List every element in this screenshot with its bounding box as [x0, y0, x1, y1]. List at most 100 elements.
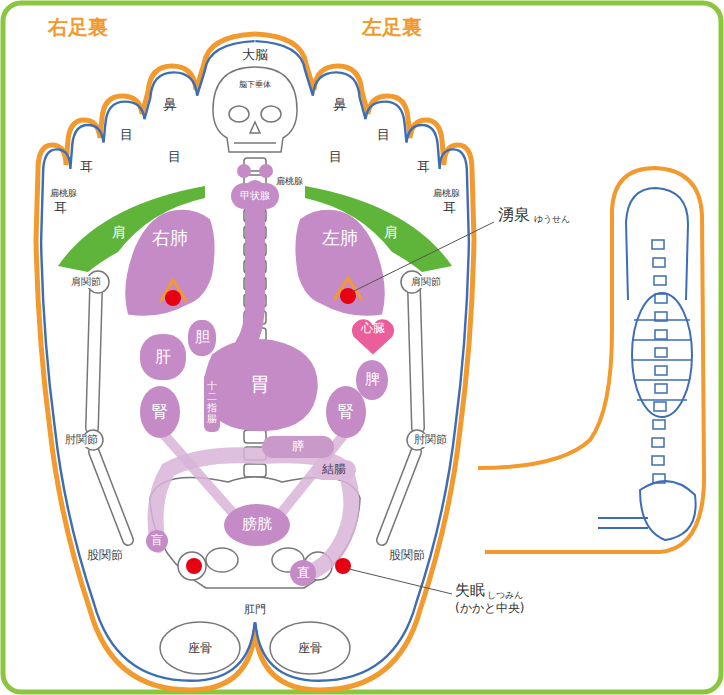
organ-name: 右肺 — [152, 228, 188, 249]
zone-label: 耳 — [443, 201, 456, 216]
zone-label: 脳下垂体 — [239, 80, 271, 89]
zone-label: 鼻 — [163, 96, 177, 112]
organ-shape: 左肺 — [290, 208, 390, 320]
foot-outline — [36, 34, 474, 690]
organ-name: 結腸 — [322, 463, 346, 477]
joint-label: 股関節 — [86, 549, 124, 563]
side-view-figure — [640, 481, 696, 540]
sole-heading: 右足裏 — [48, 16, 108, 39]
skeleton — [229, 106, 249, 122]
side-view-figure — [652, 438, 664, 447]
side-view-figure — [652, 240, 664, 249]
organ-shape: 心臓 — [350, 316, 396, 356]
organ-outline — [295, 210, 384, 316]
arm-bone — [382, 271, 427, 540]
joint-label: 肘関節 — [413, 434, 448, 447]
leader-line — [349, 569, 452, 594]
skeleton — [213, 67, 297, 152]
side-view-figure — [654, 276, 666, 285]
joint-label: 肩関節 — [410, 276, 442, 288]
lung-chevron — [160, 278, 362, 302]
zone-label: 肩 — [112, 224, 126, 240]
joint-label: 股関節 — [388, 549, 426, 563]
organ-outline — [352, 319, 394, 354]
side-view-figure — [655, 348, 667, 357]
organ-name: 盲 — [151, 534, 163, 548]
zone-label: 目 — [168, 150, 181, 165]
organ-name: 十二指腸 — [207, 380, 217, 424]
skeleton — [206, 548, 238, 572]
side-view-figure — [653, 258, 665, 267]
organ-tract — [237, 164, 251, 178]
joint-label: 肘関節 — [64, 434, 99, 447]
side-view-figure — [632, 293, 692, 417]
skeleton — [150, 477, 360, 588]
zone-label: 扁桃腺 — [276, 176, 303, 186]
side-view-figure — [626, 188, 688, 300]
zone-label: 座骨 — [188, 642, 212, 656]
organ-name: 腎 — [338, 403, 354, 421]
leader-line — [349, 222, 494, 594]
zone-label: 鼻 — [333, 96, 347, 112]
organ-outline — [290, 208, 390, 320]
zone-label: 目 — [120, 128, 133, 143]
organ-tract — [259, 164, 273, 178]
organ-outline — [125, 210, 214, 316]
organ-tract — [160, 430, 232, 512]
acupoint-dot — [165, 290, 181, 306]
zone-label: 扁桃腺 — [50, 188, 77, 198]
skeleton — [178, 552, 206, 580]
zone-label: 目 — [377, 128, 390, 143]
organ-tract — [245, 190, 255, 345]
side-view-figure — [654, 402, 666, 411]
organ-shape: 膵 — [262, 436, 334, 458]
organ-name: 直 — [297, 566, 310, 581]
side-view-figure — [598, 518, 648, 528]
organ-name: 脾 — [365, 371, 380, 388]
side-view-figure — [655, 384, 667, 393]
organ-name: 肝 — [155, 348, 171, 366]
organ-shape: 腎 — [326, 386, 366, 438]
zone-label: 目 — [329, 150, 342, 165]
acupoint-dot — [186, 558, 202, 574]
organ-name: 胆 — [195, 329, 210, 346]
organ-name: 左肺 — [322, 228, 358, 249]
organ-outline — [204, 339, 318, 431]
organ-name: 腎 — [152, 403, 168, 421]
callout-note: (かかと中央) — [455, 602, 524, 616]
side-view-figure — [655, 294, 667, 303]
skeleton — [234, 142, 276, 144]
organ-name: 膀胱 — [242, 516, 272, 533]
organ-shape: 膀胱 — [224, 504, 290, 546]
arm-bone — [83, 271, 128, 540]
organ-shape: 盲 — [146, 530, 168, 552]
skeleton — [244, 464, 266, 477]
sole-heading: 左足裏 — [362, 16, 422, 39]
callout-label: 失眠 — [455, 582, 485, 599]
joint-label: 肩関節 — [70, 276, 102, 288]
organ-name: 膵 — [292, 440, 304, 454]
organ-shape: 甲状腺 — [231, 183, 279, 209]
organ-shape: 腎 — [140, 386, 180, 438]
zone-label: 耳 — [54, 201, 67, 216]
skeleton — [270, 622, 350, 674]
acupoint-dot — [335, 558, 351, 574]
zone-label: 扁桃腺 — [433, 188, 460, 198]
zone-label: 耳 — [80, 160, 93, 175]
skeleton — [160, 622, 240, 674]
organ-shape: 胆 — [188, 320, 216, 356]
organ-shape: 結腸 — [312, 460, 356, 480]
side-view-figure — [655, 330, 667, 339]
leader-line — [352, 222, 494, 292]
acupoint-dot — [340, 288, 356, 304]
side-view-figure — [652, 240, 667, 483]
side-view-figure — [653, 420, 665, 429]
callout-label: 湧泉 — [498, 206, 530, 224]
frame-border — [3, 3, 721, 692]
organ-shape: 十二指腸 — [204, 372, 220, 432]
skeleton — [261, 106, 281, 122]
organ-name: 胃 — [250, 373, 270, 396]
zone-label: 耳 — [417, 160, 430, 175]
